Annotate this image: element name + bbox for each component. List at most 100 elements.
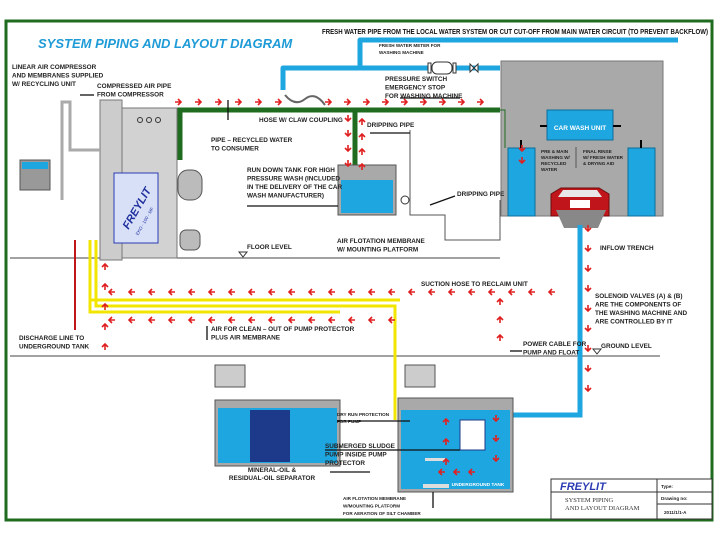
flow-arrow — [187, 288, 195, 296]
flow-arrow — [347, 288, 355, 296]
flow-arrow — [344, 160, 352, 168]
flow-arrow — [275, 98, 283, 106]
air-pipe — [88, 240, 400, 420]
flow-arrow — [452, 468, 460, 476]
flow-arrow — [167, 316, 175, 324]
oil-separator — [214, 364, 341, 467]
flow-arrow — [207, 288, 215, 296]
flow-arrow — [325, 98, 333, 106]
freylit-logo — [113, 172, 159, 244]
flow-arrow — [215, 98, 223, 106]
freylit-title-logo: FREYLIT — [560, 481, 607, 493]
flow-arrow — [227, 316, 235, 324]
flow-arrow — [147, 288, 155, 296]
flow-arrow — [584, 245, 592, 253]
flow-arrow — [327, 288, 335, 296]
svg-text:2011/1/1-A: 2011/1/1-A — [664, 510, 687, 515]
flow-arrow — [358, 117, 366, 125]
flow-arrow — [427, 288, 435, 296]
claw-coupling-hose — [284, 94, 326, 106]
car-wash-unit-label: CAR WASH UNIT — [554, 125, 606, 132]
flow-arrow — [167, 288, 175, 296]
flow-arrow — [487, 288, 495, 296]
flow-arrow — [382, 98, 390, 106]
flow-arrow — [477, 98, 485, 106]
flow-arrow — [584, 365, 592, 373]
flow-arrow — [227, 288, 235, 296]
flow-arrow — [467, 468, 475, 476]
flow-arrow — [496, 297, 504, 305]
pump-motor — [177, 169, 203, 201]
compressed-air-pipe — [60, 100, 100, 200]
flow-arrow — [420, 98, 428, 106]
flow-arrow — [344, 145, 352, 153]
flow-arrow — [496, 333, 504, 341]
flow-arrow — [101, 342, 109, 350]
ground-level-label: GROUND LEVEL — [601, 343, 652, 350]
flow-arrow — [107, 316, 115, 324]
flow-arrow — [442, 437, 450, 445]
flow-arrow — [367, 316, 375, 324]
flow-arrow — [267, 288, 275, 296]
flow-arrow — [584, 325, 592, 333]
flow-arrow — [447, 288, 455, 296]
flow-arrow — [358, 132, 366, 140]
inflow-pipe — [512, 225, 583, 418]
floor-level-label: FLOOR LEVEL — [247, 244, 292, 251]
flow-arrow — [492, 455, 500, 463]
flow-arrow — [439, 98, 447, 106]
water-meter-icon — [427, 61, 457, 75]
pump-protector — [459, 419, 486, 451]
flow-arrow — [187, 316, 195, 324]
flow-arrow — [442, 457, 450, 465]
flow-arrow — [584, 385, 592, 393]
dripping-pipe-label: DRIPPING PIPE — [367, 122, 415, 129]
pump-icon — [179, 229, 201, 251]
flow-arrow — [207, 316, 215, 324]
floor-level-marker — [237, 251, 249, 258]
inflow-trench-label: INFLOW TRENCH — [600, 245, 654, 252]
flow-arrow — [407, 288, 415, 296]
flow-arrow — [458, 98, 466, 106]
flow-arrow — [344, 98, 352, 106]
flow-arrow — [442, 417, 450, 425]
svg-text:UNDERGROUND TANK: UNDERGROUND TANK — [452, 482, 505, 488]
flow-arrow — [492, 415, 500, 423]
flow-arrow — [255, 98, 263, 106]
diagram-title: SYSTEM PIPING AND LAYOUT DIAGRAM — [38, 36, 293, 51]
flow-arrow — [584, 285, 592, 293]
svg-text:Drawing no:: Drawing no: — [661, 496, 688, 501]
flow-arrow — [584, 225, 592, 233]
flow-arrow — [127, 316, 135, 324]
flow-arrow — [467, 288, 475, 296]
flow-arrow — [387, 316, 395, 324]
solenoid-label: SOLENOID VALVES (A) & (B)ARE THE COMPONE… — [595, 293, 687, 326]
flow-arrow — [307, 288, 315, 296]
flow-arrow — [358, 147, 366, 155]
flow-arrows — [101, 98, 592, 476]
flow-arrow — [492, 435, 500, 443]
flow-arrow — [344, 115, 352, 123]
flow-arrow — [195, 98, 203, 106]
flow-arrow — [235, 98, 243, 106]
flow-arrow — [584, 265, 592, 273]
flow-arrow — [287, 288, 295, 296]
flow-arrow — [101, 262, 109, 270]
flow-arrow — [347, 316, 355, 324]
flow-arrow — [101, 302, 109, 310]
flow-arrow — [518, 145, 526, 153]
flow-arrow — [327, 316, 335, 324]
flow-arrow — [437, 468, 445, 476]
flow-arrow — [127, 288, 135, 296]
